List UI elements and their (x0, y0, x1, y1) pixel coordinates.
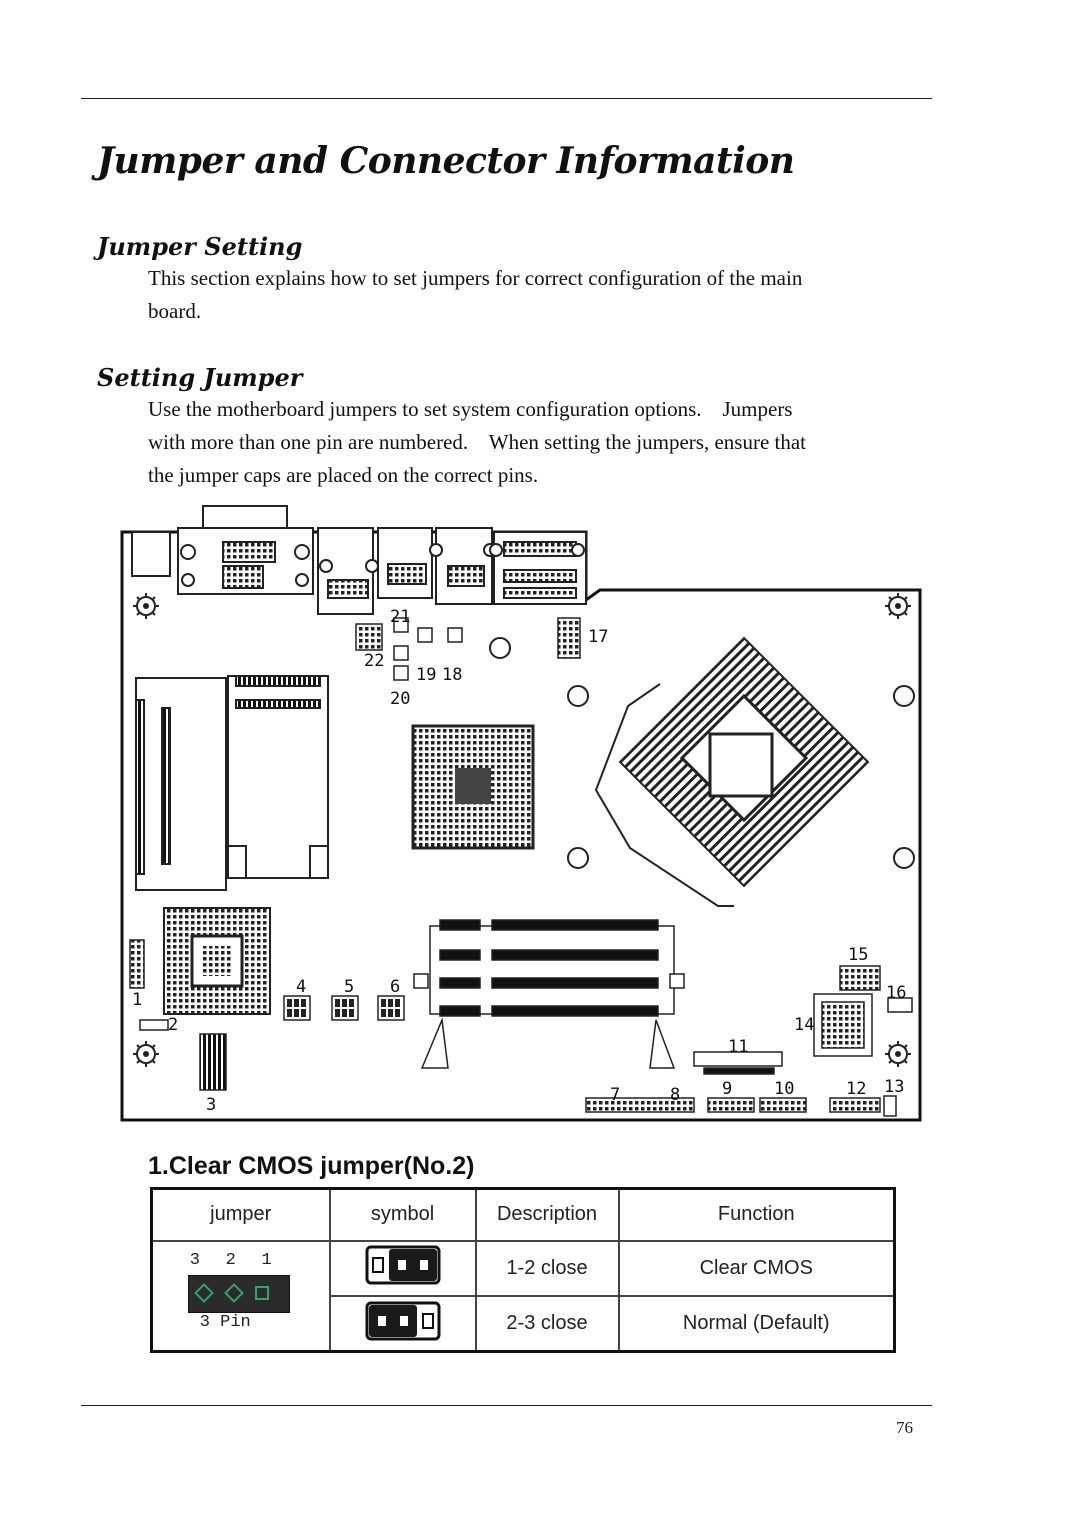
pin-caption: 3 Pin (199, 1312, 251, 1332)
jumper-setting-paragraph: This section explains how to set jumpers… (148, 262, 918, 328)
board-label: 9 (722, 1079, 732, 1099)
sodimm-slot (135, 675, 329, 891)
header-function: Function (617, 1187, 896, 1242)
pin-number: 1 (261, 1250, 272, 1270)
cmos-jumper-table: jumper symbol Description Function 3 2 1 (150, 1187, 896, 1353)
board-label: 20 (390, 689, 410, 709)
board-label: 4 (296, 977, 306, 997)
board-label: 21 (390, 607, 410, 627)
board-label: 18 (442, 665, 462, 685)
paragraph-line: board. (148, 299, 202, 323)
jumper-cap-1-2-icon (365, 1245, 440, 1285)
board-label: 14 (794, 1015, 814, 1035)
pin-block (187, 1274, 290, 1313)
description-cell: 1-2 close (474, 1239, 620, 1297)
jumper-pin-diagram: 3 2 1 3 Pin (150, 1239, 331, 1353)
paragraph-line: with more than one pin are numbered. Whe… (148, 430, 807, 454)
pin-1-square-icon (254, 1285, 269, 1300)
footer-rule (81, 1405, 932, 1406)
board-label: 3 (206, 1095, 216, 1115)
board-label: 7 (610, 1085, 620, 1105)
pin-numbers: 3 2 1 (190, 1251, 272, 1270)
pin-number: 2 (225, 1250, 236, 1270)
board-label: 1 (132, 990, 142, 1010)
board-label: 10 (774, 1079, 794, 1099)
board-label: 13 (884, 1077, 904, 1097)
cmos-jumper-title: 1.Clear CMOS jumper(No.2) (148, 1152, 475, 1180)
setting-jumper-heading: Setting Jumper (97, 363, 303, 392)
header-jumper: jumper (150, 1187, 331, 1242)
pin-number: 3 (189, 1250, 200, 1270)
paragraph-line: This section explains how to set jumpers… (148, 266, 803, 290)
board-label: 16 (886, 983, 906, 1003)
table-row: 3 2 1 3 Pin (150, 1239, 896, 1353)
header-description: Description (474, 1187, 620, 1242)
function-cell: Normal (Default) (617, 1295, 896, 1353)
board-label: 8 (670, 1085, 680, 1105)
board-label: 6 (390, 977, 400, 997)
memory-slots (413, 919, 685, 1069)
board-label: 19 (416, 665, 436, 685)
board-label: 22 (364, 651, 384, 671)
board-label: 5 (344, 977, 354, 997)
pin-header-graphic: 3 2 1 3 Pin (186, 1249, 296, 1337)
setting-jumper-paragraph: Use the motherboard jumpers to set syste… (148, 393, 918, 492)
motherboard-diagram: 1 2 3 4 5 6 7 8 9 10 11 12 13 14 15 16 1… (120, 505, 922, 1122)
jumper-cap-2-3-icon (365, 1301, 440, 1340)
pin-2-icon (223, 1282, 244, 1303)
board-label: 2 (168, 1015, 178, 1035)
board-label: 15 (848, 945, 868, 965)
description-cell: 2-3 close (474, 1295, 620, 1353)
symbol-cell (328, 1239, 477, 1297)
page-title: Jumper and Connector Information (97, 140, 795, 182)
header-symbol: symbol (328, 1187, 477, 1242)
rear-io (131, 505, 587, 615)
page-number: 76 (896, 1418, 913, 1437)
board-label: 12 (846, 1079, 866, 1099)
board-label: 11 (728, 1037, 748, 1057)
paragraph-line: the jumper caps are placed on the correc… (148, 463, 539, 487)
jumper-setting-heading: Jumper Setting (97, 232, 303, 261)
pin-3-icon (193, 1282, 214, 1303)
paragraph-line: Use the motherboard jumpers to set syste… (148, 397, 793, 421)
header-rule (81, 98, 932, 99)
cpu-socket (594, 636, 870, 907)
table-header-row: jumper symbol Description Function (150, 1187, 896, 1242)
symbol-cell (328, 1295, 477, 1353)
board-label: 17 (588, 627, 608, 647)
table-row: 2-3 close Normal (Default) (152, 1295, 896, 1353)
function-cell: Clear CMOS (617, 1239, 896, 1297)
